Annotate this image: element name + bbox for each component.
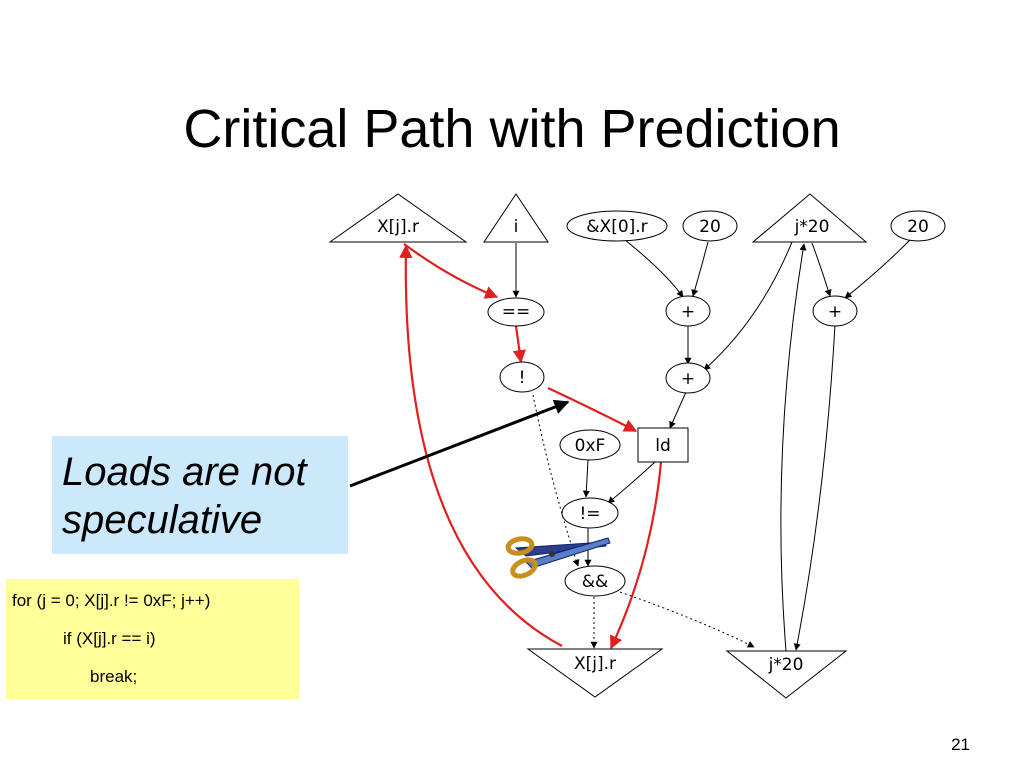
edge-x0-to-add1: [624, 239, 684, 298]
svg-text:20: 20: [699, 217, 721, 237]
node-not: !: [499, 361, 545, 393]
critical-edge-eq-to-not: [512, 325, 526, 364]
code-line-1: for (j = 0; X[j].r != 0xF; j++): [12, 591, 211, 610]
svg-text:j*20: j*20: [794, 217, 830, 237]
svg-text:0xF: 0xF: [575, 436, 606, 456]
node-xj-r-out: X[j].r: [526, 648, 664, 698]
callout-box: Loads are not speculative: [52, 436, 348, 554]
callout-line-2: speculative: [62, 498, 263, 542]
edge-20b-to-add3: [844, 239, 911, 299]
edge-not-to-and: [532, 394, 580, 567]
node-neq: !=: [561, 497, 619, 529]
svg-text:+: +: [828, 302, 842, 322]
code-line-3: break;: [90, 667, 138, 686]
edge-0xF-to-neq: [582, 459, 590, 498]
svg-text:!: !: [519, 368, 526, 388]
callout-line-1: Loads are not: [62, 450, 307, 494]
slide-number: 21: [951, 735, 970, 754]
node-20-a: 20: [682, 210, 738, 242]
edge-j20-to-add3: [811, 242, 832, 297]
node-add1: +: [665, 295, 711, 327]
svg-text:!=: !=: [579, 504, 600, 524]
node-20-b: 20: [890, 210, 946, 242]
edge-j20in-to-j20out: [780, 243, 807, 652]
svg-text:+: +: [681, 302, 695, 322]
svg-text:==: ==: [502, 302, 531, 322]
svg-text:X[j].r: X[j].r: [377, 217, 419, 237]
critical-edge-xj-to-eq: [403, 243, 499, 299]
node-and: &&: [564, 565, 626, 597]
critical-path-edges: [399, 243, 663, 650]
node-x0-r: &X[0].r: [566, 210, 668, 242]
edge-add2-to-ld: [669, 391, 687, 429]
svg-text:&&: &&: [582, 572, 609, 592]
svg-text:j*20: j*20: [768, 655, 804, 675]
edge-ld-to-neq: [607, 461, 656, 504]
node-add2: +: [665, 362, 711, 394]
node-0xF: 0xF: [559, 429, 621, 461]
svg-text:ld: ld: [655, 436, 671, 456]
edge-and-to-j20out: [619, 591, 755, 648]
node-j20-in: j*20: [751, 193, 868, 243]
node-add3: +: [812, 295, 858, 327]
node-i-in: i: [483, 193, 549, 243]
svg-text:&X[0].r: &X[0].r: [586, 217, 647, 237]
critical-edge-xjout-to-xjin: [399, 244, 563, 647]
edge-add3-to-j20out: [793, 324, 836, 651]
edge-j20-to-add2: [703, 241, 793, 371]
node-xj-r-in: X[j].r: [328, 193, 468, 243]
svg-text:+: +: [681, 369, 695, 389]
scissors-icon: [505, 536, 611, 579]
code-box: for (j = 0; X[j].r != 0xF; j++) if (X[j]…: [6, 579, 299, 699]
critical-edge-not-to-ld: [547, 387, 638, 432]
critical-edge-ld-to-xjout: [610, 461, 663, 650]
code-line-2: if (X[j].r == i): [63, 629, 156, 648]
node-j20-out: j*20: [725, 650, 848, 699]
callout-arrow: [349, 399, 570, 488]
svg-text:i: i: [514, 217, 519, 237]
node-eq: ==: [487, 297, 545, 327]
svg-text:X[j].r: X[j].r: [574, 654, 616, 674]
slide-title: Critical Path with Prediction: [183, 99, 841, 159]
svg-text:20: 20: [907, 217, 929, 237]
edge-20a-to-add1: [691, 241, 709, 297]
node-ld: ld: [637, 427, 689, 463]
